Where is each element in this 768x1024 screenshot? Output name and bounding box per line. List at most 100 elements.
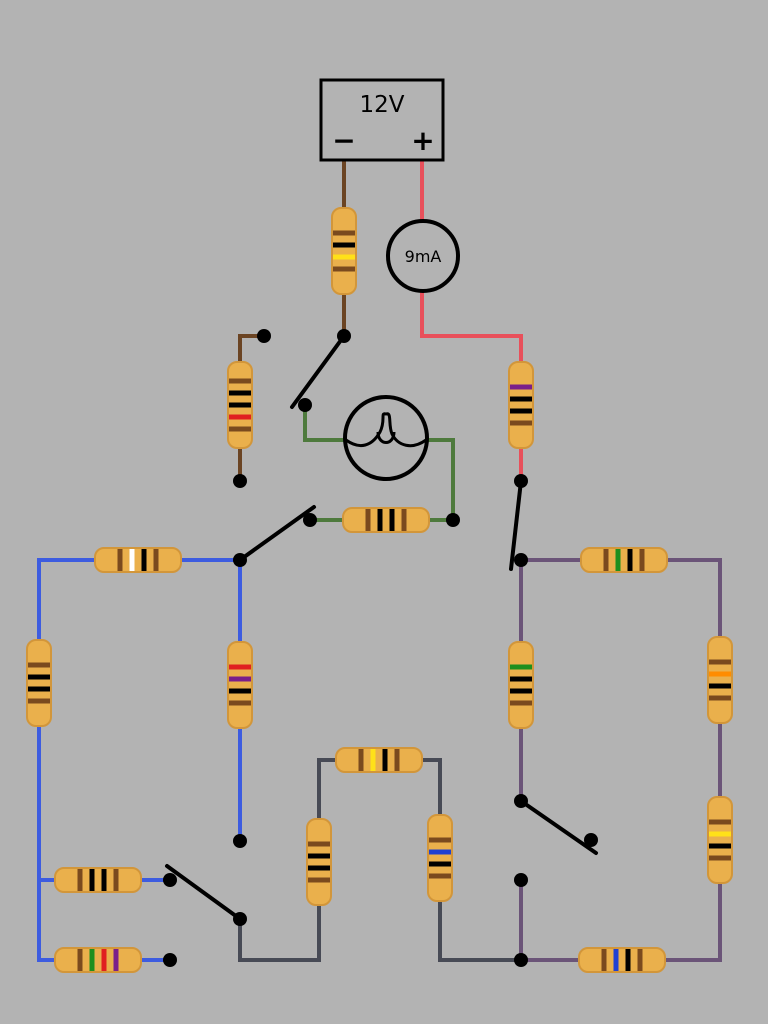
resistor-body (508, 641, 534, 729)
resistor-band-black (229, 688, 251, 694)
resistor-band-brown (709, 819, 731, 825)
resistor-body (707, 796, 733, 884)
resistor-band-brown (308, 841, 330, 847)
lamp-filament (345, 412, 427, 448)
terminal[interactable] (303, 513, 317, 527)
resistor-body (54, 947, 142, 973)
resistor (54, 947, 142, 973)
terminal[interactable] (233, 912, 247, 926)
terminal[interactable] (163, 953, 177, 967)
terminal[interactable] (233, 474, 247, 488)
resistor (94, 547, 182, 573)
resistor-band-brown (394, 749, 400, 771)
switch-bottom-left-lever[interactable] (165, 864, 242, 921)
resistor-band-brown (709, 855, 731, 861)
battery-minus: − (332, 124, 355, 157)
resistor-band-black (510, 396, 532, 402)
resistor-body (331, 207, 357, 295)
resistor (227, 361, 253, 449)
resistor-band-brown (229, 700, 251, 706)
battery-plus: + (411, 124, 434, 157)
resistor-band-green (89, 949, 95, 971)
resistor-band-yellow (709, 831, 731, 837)
resistor-body (306, 818, 332, 906)
resistor-band-black (308, 865, 330, 871)
resistor-band-black (28, 686, 50, 692)
resistor-body (580, 547, 668, 573)
switch-top-lever[interactable] (290, 334, 346, 409)
resistor (707, 636, 733, 724)
resistor-body (26, 639, 52, 727)
resistor-band-brown (637, 949, 643, 971)
resistor-band-brown (365, 509, 371, 531)
switch-right-lever[interactable] (509, 479, 523, 571)
resistor-band-brown (603, 549, 609, 571)
resistor-band-brown (333, 230, 355, 236)
resistor-band-red (101, 949, 107, 971)
switches (165, 334, 598, 921)
resistor-band-brown (510, 700, 532, 706)
terminal[interactable] (514, 794, 528, 808)
resistor-band-black (627, 549, 633, 571)
resistor-body (94, 547, 182, 573)
resistor-band-brown (117, 549, 123, 571)
resistors (26, 207, 733, 973)
terminal[interactable] (233, 834, 247, 848)
resistor-band-black (429, 861, 451, 867)
terminal[interactable] (337, 329, 351, 343)
battery: 12V − + (319, 78, 445, 162)
terminal[interactable] (584, 833, 598, 847)
switch-middle-lever[interactable] (238, 505, 316, 562)
resistor-body (508, 361, 534, 449)
resistor-band-brown (429, 873, 451, 879)
resistor-band-brown (601, 949, 607, 971)
resistor (342, 507, 430, 533)
resistor-body (227, 641, 253, 729)
resistor (26, 639, 52, 727)
resistor-band-yellow (370, 749, 376, 771)
ammeter-body (386, 219, 460, 293)
battery-body (319, 78, 445, 162)
resistor-band-black (308, 853, 330, 859)
terminal[interactable] (163, 873, 177, 887)
terminal[interactable] (514, 553, 528, 567)
resistor-band-black (229, 402, 251, 408)
resistor-band-black (510, 676, 532, 682)
resistor-band-blue (429, 849, 451, 855)
terminal[interactable] (446, 513, 460, 527)
resistor-band-black (101, 869, 107, 891)
resistor-band-black (510, 688, 532, 694)
terminal[interactable] (514, 474, 528, 488)
resistor-band-orange (709, 671, 731, 677)
resistor-band-black (709, 683, 731, 689)
resistor-body (335, 747, 423, 773)
resistor-band-black (510, 408, 532, 414)
resistor-body (427, 814, 453, 902)
resistor-band-black (333, 242, 355, 248)
terminal[interactable] (257, 329, 271, 343)
resistor-band-black (625, 949, 631, 971)
terminal[interactable] (233, 553, 247, 567)
resistor-band-black (141, 549, 147, 571)
resistor-band-brown (77, 949, 83, 971)
resistor-band-brown (401, 509, 407, 531)
resistor-band-brown (639, 549, 645, 571)
resistor (580, 547, 668, 573)
resistor-band-brown (28, 662, 50, 668)
switch-purple-lower-lever[interactable] (519, 799, 598, 855)
battery-voltage: 12V (359, 92, 404, 118)
terminal[interactable] (298, 398, 312, 412)
resistor-band-brown (153, 549, 159, 571)
resistor-band-yellow (333, 254, 355, 260)
wire-gray-left (238, 758, 521, 962)
resistor-band-green (615, 549, 621, 571)
lamp-body (343, 395, 429, 481)
resistor-band-brown (510, 420, 532, 426)
resistor-band-black (377, 509, 383, 531)
resistor (508, 641, 534, 729)
resistor-body (342, 507, 430, 533)
terminal[interactable] (514, 953, 528, 967)
resistor-band-brown (709, 695, 731, 701)
terminal[interactable] (514, 873, 528, 887)
